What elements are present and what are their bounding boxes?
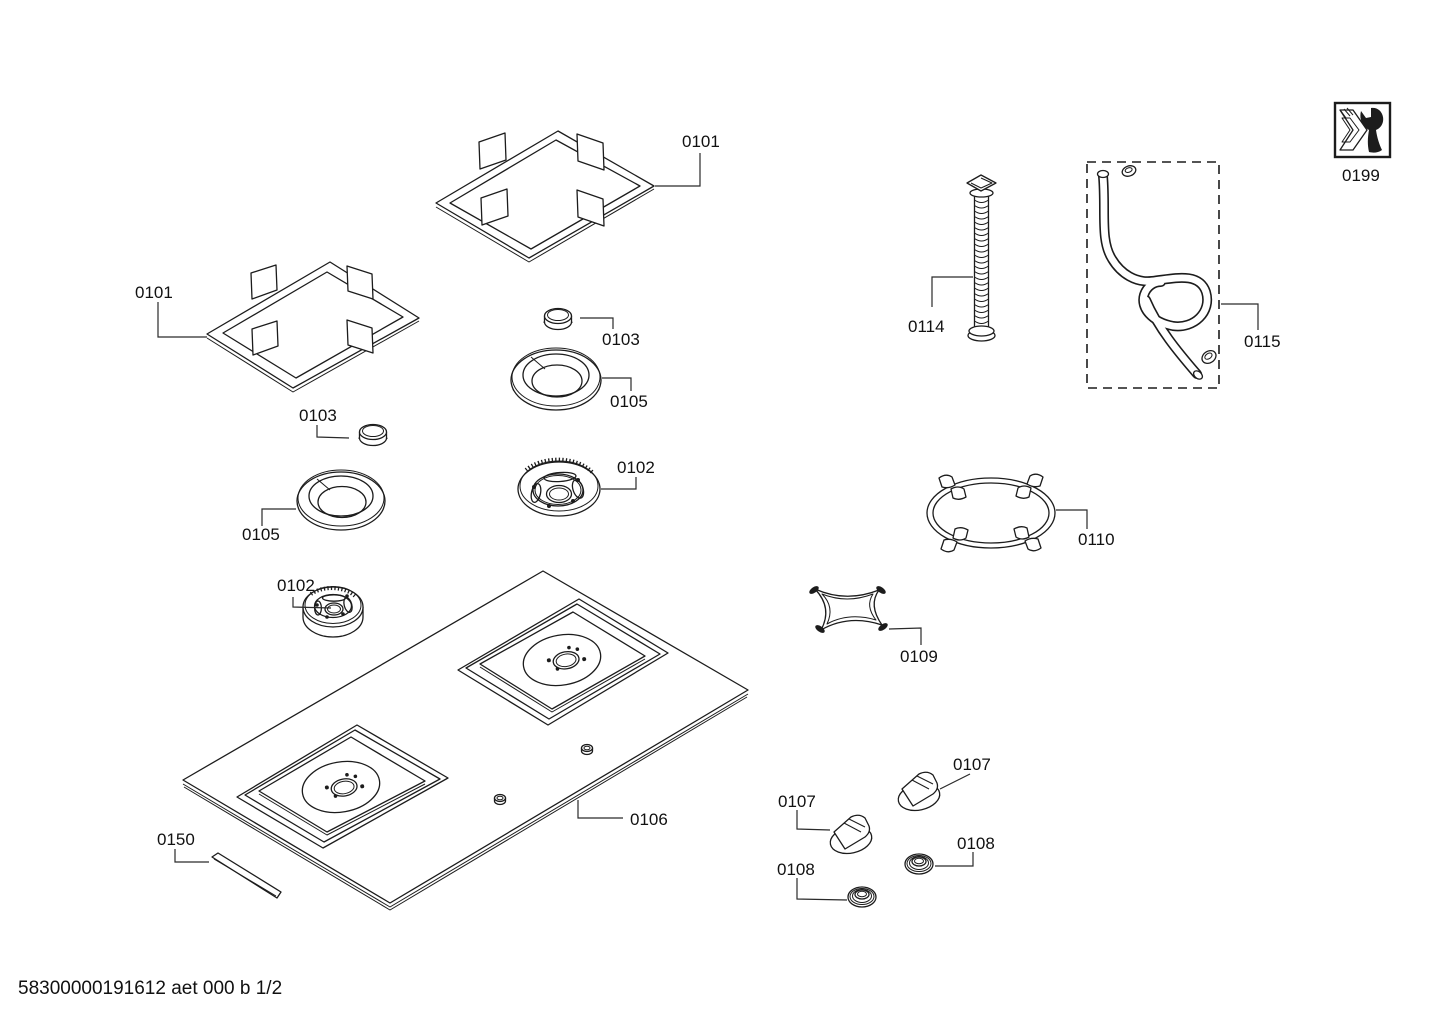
leader-0107-left — [796, 810, 831, 831]
pan-support-left-drawing — [206, 261, 420, 393]
pan-support-top-drawing — [435, 130, 655, 263]
part-label-burner-ring-center: 0105 — [610, 392, 648, 411]
cooktop-panel-drawing — [182, 570, 749, 911]
leader-lines — [157, 153, 1259, 901]
leader-0114 — [931, 276, 973, 307]
leader-0102-left — [292, 597, 332, 609]
leader-0115 — [1221, 303, 1259, 330]
burner-ring-left-drawing — [296, 469, 386, 531]
seal-strip-drawing — [211, 852, 282, 899]
part-label-gas-pipe: 0114 — [908, 317, 945, 336]
installation-tools-icon — [1333, 101, 1392, 159]
leader-0106 — [577, 800, 623, 819]
leader-0105-left — [261, 508, 296, 526]
burner-body-left-drawing — [302, 586, 364, 638]
document-code: 58300000191612 aet 000 b 1/2 — [18, 978, 282, 999]
leader-0107-right — [939, 773, 971, 790]
part-label-burner-body-left: 0102 — [277, 576, 315, 595]
leader-0105-center — [602, 377, 632, 391]
part-label-burner-body-center: 0102 — [617, 458, 655, 477]
gas-hose-kit-drawing — [1086, 161, 1220, 389]
knob-seal-right-drawing — [904, 853, 934, 875]
leader-0108-left — [796, 878, 848, 901]
hose-clamp-icon — [1201, 349, 1217, 365]
part-label-knob-left: 0107 — [778, 792, 816, 811]
ignition-plug-icon — [580, 743, 594, 756]
part-label-seal-left: 0108 — [777, 860, 815, 879]
part-label-burner-cap-center: 0103 — [602, 330, 640, 349]
part-label-pan-support-left: 0101 — [135, 283, 173, 302]
leader-0103-center — [580, 317, 614, 329]
part-labels: 0101 0101 0103 0105 0102 0103 0105 0102 … — [135, 132, 1380, 879]
leader-0150 — [174, 849, 209, 863]
control-knob-left-drawing — [827, 814, 875, 858]
burner-body-center-drawing — [517, 457, 601, 517]
leader-0109 — [888, 627, 922, 645]
leader-0108-right — [935, 852, 974, 867]
leader-0110 — [1056, 509, 1088, 529]
part-label-seal-right: 0108 — [957, 834, 995, 853]
burner-ring-center-drawing — [510, 347, 602, 411]
flexible-gas-pipe-drawing — [966, 174, 997, 342]
part-label-knob-right: 0107 — [953, 755, 991, 774]
knob-seal-left-drawing — [847, 886, 877, 908]
part-label-pan-support-top: 0101 — [682, 132, 720, 151]
burner-cap-left-drawing — [358, 423, 388, 447]
part-label-burner-cap-left: 0103 — [299, 406, 337, 425]
burner-cap-center-drawing — [543, 307, 573, 331]
wok-ring-drawing — [926, 473, 1056, 553]
part-label-cooktop-panel: 0106 — [630, 810, 668, 829]
part-label-burner-ring-left: 0105 — [242, 525, 280, 544]
part-label-wok-ring: 0110 — [1078, 530, 1115, 549]
wrench-icon — [1360, 107, 1384, 153]
part-label-tools-icon: 0199 — [1342, 166, 1380, 185]
leader-0103-left — [316, 425, 350, 439]
ignition-plug-icon — [493, 793, 507, 806]
part-label-seal-strip: 0150 — [157, 830, 195, 849]
part-label-hose-kit: 0115 — [1244, 332, 1281, 351]
part-label-simmer-support: 0109 — [900, 647, 938, 666]
leader-0101-top — [655, 153, 701, 187]
leader-0102-center — [601, 477, 637, 490]
simmer-pan-support-drawing — [809, 586, 888, 633]
leader-0101-left — [157, 302, 207, 338]
hose-clamp-icon — [1121, 165, 1137, 177]
control-knob-right-drawing — [895, 771, 943, 815]
